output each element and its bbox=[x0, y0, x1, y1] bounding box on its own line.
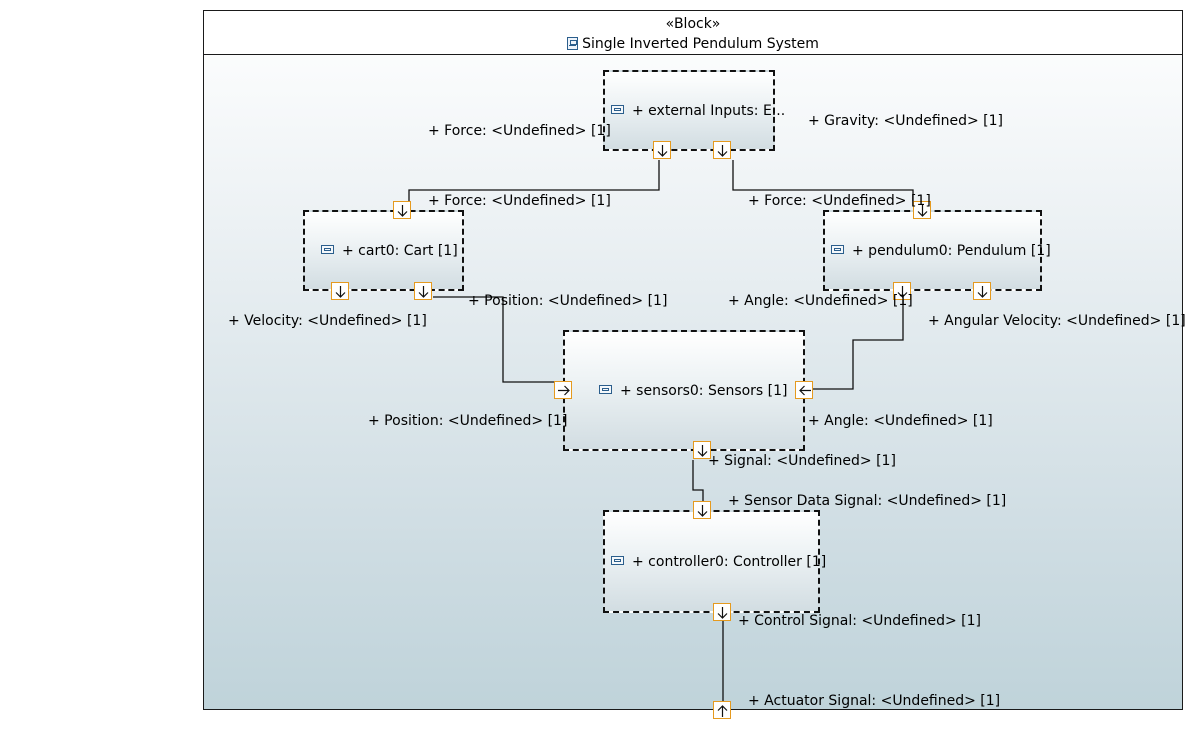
port-pend-angular-velocity[interactable] bbox=[973, 282, 991, 300]
part-icon bbox=[321, 244, 334, 254]
block-title: Single Inverted Pendulum System bbox=[582, 36, 819, 52]
part-sensors-label: + sensors0: Sensors [1] bbox=[620, 382, 788, 399]
arrow-down-icon bbox=[697, 445, 708, 457]
port-label-pend-force: + Force: <Undefined> [1] bbox=[748, 193, 931, 209]
arrow-down-icon bbox=[657, 145, 668, 157]
port-label-ext-gravity: + Gravity: <Undefined> [1] bbox=[808, 113, 1004, 129]
part-icon bbox=[599, 384, 612, 394]
block-stereotype: «Block» bbox=[665, 16, 721, 32]
port-ext-force[interactable] bbox=[653, 141, 671, 159]
arrow-down-icon bbox=[397, 205, 408, 217]
connector-ext-gravity-to-pendulum bbox=[732, 160, 914, 201]
arrow-down-icon bbox=[917, 205, 928, 217]
part-icon bbox=[831, 244, 844, 254]
arrow-down-icon bbox=[977, 286, 988, 298]
port-sens-signal[interactable] bbox=[693, 441, 711, 459]
arrow-down-icon bbox=[697, 505, 708, 517]
port-cart-force[interactable] bbox=[393, 201, 411, 219]
port-sens-position[interactable] bbox=[554, 381, 572, 399]
port-label-sens-signal: + Signal: <Undefined> [1] bbox=[708, 453, 896, 469]
connector-pendulum-angle-to-sensors bbox=[812, 300, 904, 390]
arrow-left-icon bbox=[799, 385, 811, 396]
port-label-cart-velocity: + Velocity: <Undefined> [1] bbox=[228, 313, 427, 329]
port-ext-gravity[interactable] bbox=[713, 141, 731, 159]
port-label-actuator-signal: + Actuator Signal: <Undefined> [1] bbox=[748, 693, 1001, 709]
arrow-up-icon bbox=[717, 705, 728, 717]
arrow-down-icon bbox=[717, 145, 728, 157]
port-actuator-signal[interactable] bbox=[713, 701, 731, 719]
part-cart[interactable]: + cart0: Cart [1] bbox=[303, 210, 464, 291]
port-pend-force[interactable] bbox=[913, 201, 931, 219]
part-cart-label: + cart0: Cart [1] bbox=[342, 242, 458, 259]
part-pendulum[interactable]: + pendulum0: Pendulum [1] bbox=[823, 210, 1051, 291]
part-controller-label: + controller0: Controller [1] bbox=[632, 553, 827, 570]
port-label-ctrl-sensor-data: + Sensor Data Signal: <Undefined> [1] bbox=[728, 493, 1007, 509]
port-ctrl-sensor-data[interactable] bbox=[693, 501, 711, 519]
port-label-ctrl-control-signal: + Control Signal: <Undefined> [1] bbox=[738, 613, 981, 629]
port-label-cart-force: + Force: <Undefined> [1] bbox=[428, 193, 611, 209]
port-sens-angle[interactable] bbox=[795, 381, 813, 399]
part-external-inputs[interactable]: + external Inputs: E... bbox=[603, 70, 785, 151]
part-icon bbox=[611, 104, 624, 114]
port-label-sens-position: + Position: <Undefined> [1] bbox=[368, 413, 568, 429]
block-icon bbox=[567, 37, 579, 50]
block-header: «Block» Single Inverted Pendulum System bbox=[204, 11, 1182, 55]
part-pendulum-label: + pendulum0: Pendulum [1] bbox=[852, 242, 1051, 259]
part-external-inputs-label: + external Inputs: E... bbox=[632, 102, 786, 119]
arrow-right-icon bbox=[558, 385, 570, 396]
part-icon bbox=[611, 555, 624, 565]
port-label-cart-position: + Position: <Undefined> [1] bbox=[468, 293, 668, 309]
arrow-down-icon bbox=[418, 286, 429, 298]
arrow-down-icon bbox=[717, 607, 728, 619]
port-label-pend-angle: + Angle: <Undefined> [1] bbox=[728, 293, 913, 309]
part-controller[interactable]: + controller0: Controller [1] bbox=[603, 510, 826, 613]
port-label-pend-angular-velocity: + Angular Velocity: <Undefined> [1] bbox=[928, 313, 1186, 329]
port-pend-angle[interactable] bbox=[893, 282, 911, 300]
connector-ext-force-to-cart bbox=[408, 160, 660, 201]
connector-cart-position-to-sensors bbox=[433, 296, 554, 383]
port-label-ext-force: + Force: <Undefined> [1] bbox=[428, 123, 611, 139]
port-cart-position[interactable] bbox=[414, 282, 432, 300]
arrow-down-icon bbox=[335, 286, 346, 298]
part-sensors[interactable]: + sensors0: Sensors [1] bbox=[563, 330, 805, 451]
port-ctrl-control-signal[interactable] bbox=[713, 603, 731, 621]
arrow-down-icon bbox=[897, 286, 908, 298]
block-title-row: Single Inverted Pendulum System bbox=[204, 36, 1182, 52]
connector-sensors-to-controller bbox=[692, 460, 704, 501]
port-label-sens-angle: + Angle: <Undefined> [1] bbox=[808, 413, 993, 429]
port-cart-velocity[interactable] bbox=[331, 282, 349, 300]
